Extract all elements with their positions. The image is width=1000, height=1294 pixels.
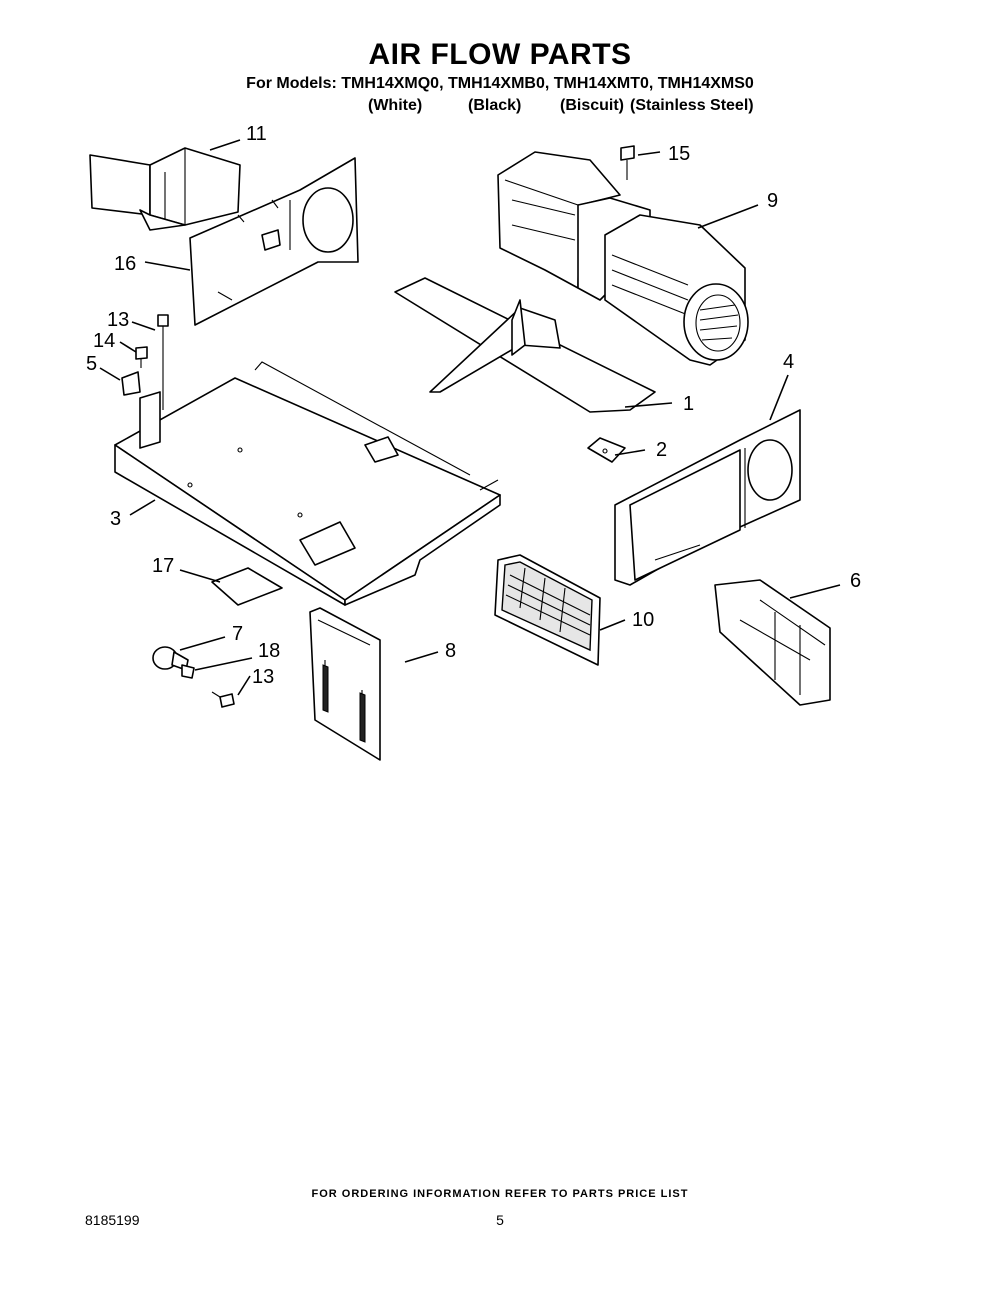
document-number: 8185199 bbox=[85, 1212, 140, 1228]
callout-9: 9 bbox=[767, 190, 778, 212]
callout-labels: 1 2 3 4 5 6 7 8 9 10 11 13 14 15 16 17 1… bbox=[86, 123, 861, 688]
part-9-blower-motor bbox=[497, 151, 749, 366]
callout-3: 3 bbox=[110, 508, 121, 530]
callout-14: 14 bbox=[93, 330, 115, 352]
part-14-screw bbox=[135, 346, 148, 368]
part-1-air-guide bbox=[394, 277, 656, 413]
callout-6: 6 bbox=[850, 570, 861, 592]
callout-11: 11 bbox=[246, 123, 267, 145]
part-13-screw-upper bbox=[157, 314, 169, 410]
callout-7: 7 bbox=[232, 623, 243, 645]
leader-lines bbox=[99, 139, 841, 671]
part-16-vent-plate bbox=[189, 157, 359, 326]
part-6-filter-frame bbox=[714, 579, 831, 706]
callout-8: 8 bbox=[445, 640, 456, 662]
color-black: (Black) bbox=[468, 97, 522, 114]
callout-17: 17 bbox=[152, 555, 174, 577]
callout-5: 5 bbox=[86, 353, 97, 375]
page-number: 5 bbox=[496, 1212, 504, 1228]
color-stainless-steel: (Stainless Steel) bbox=[630, 97, 754, 114]
ordering-note: FOR ORDERING INFORMATION REFER TO PARTS … bbox=[311, 1188, 689, 1200]
part-15-screw bbox=[620, 145, 635, 180]
callout-10: 10 bbox=[632, 609, 654, 631]
part-13-screw-lower bbox=[211, 691, 235, 708]
callout-13-upper: 13 bbox=[107, 309, 129, 331]
part-5-clip bbox=[121, 371, 141, 396]
models-line: For Models: TMH14XMQ0, TMH14XMB0, TMH14X… bbox=[246, 75, 754, 92]
part-17-cover-plate bbox=[211, 567, 283, 606]
page-title: AIR FLOW PARTS bbox=[368, 38, 632, 71]
part-2-bracket bbox=[587, 437, 626, 463]
color-white: (White) bbox=[368, 97, 423, 114]
part-4-duct-frame bbox=[614, 409, 801, 586]
part-10-grille bbox=[494, 554, 601, 666]
callout-2: 2 bbox=[656, 439, 667, 461]
part-11-air-duct bbox=[89, 147, 241, 231]
part-3-bottom-plate bbox=[114, 361, 501, 606]
callout-13-lower: 13 bbox=[252, 666, 274, 688]
callout-16: 16 bbox=[114, 253, 136, 275]
callout-15: 15 bbox=[668, 143, 690, 165]
color-biscuit: (Biscuit) bbox=[560, 97, 624, 114]
part-18-socket bbox=[181, 664, 195, 679]
callout-1: 1 bbox=[683, 393, 694, 415]
callout-18: 18 bbox=[258, 640, 280, 662]
callout-4: 4 bbox=[783, 351, 794, 373]
part-8-side-panel bbox=[309, 607, 381, 761]
